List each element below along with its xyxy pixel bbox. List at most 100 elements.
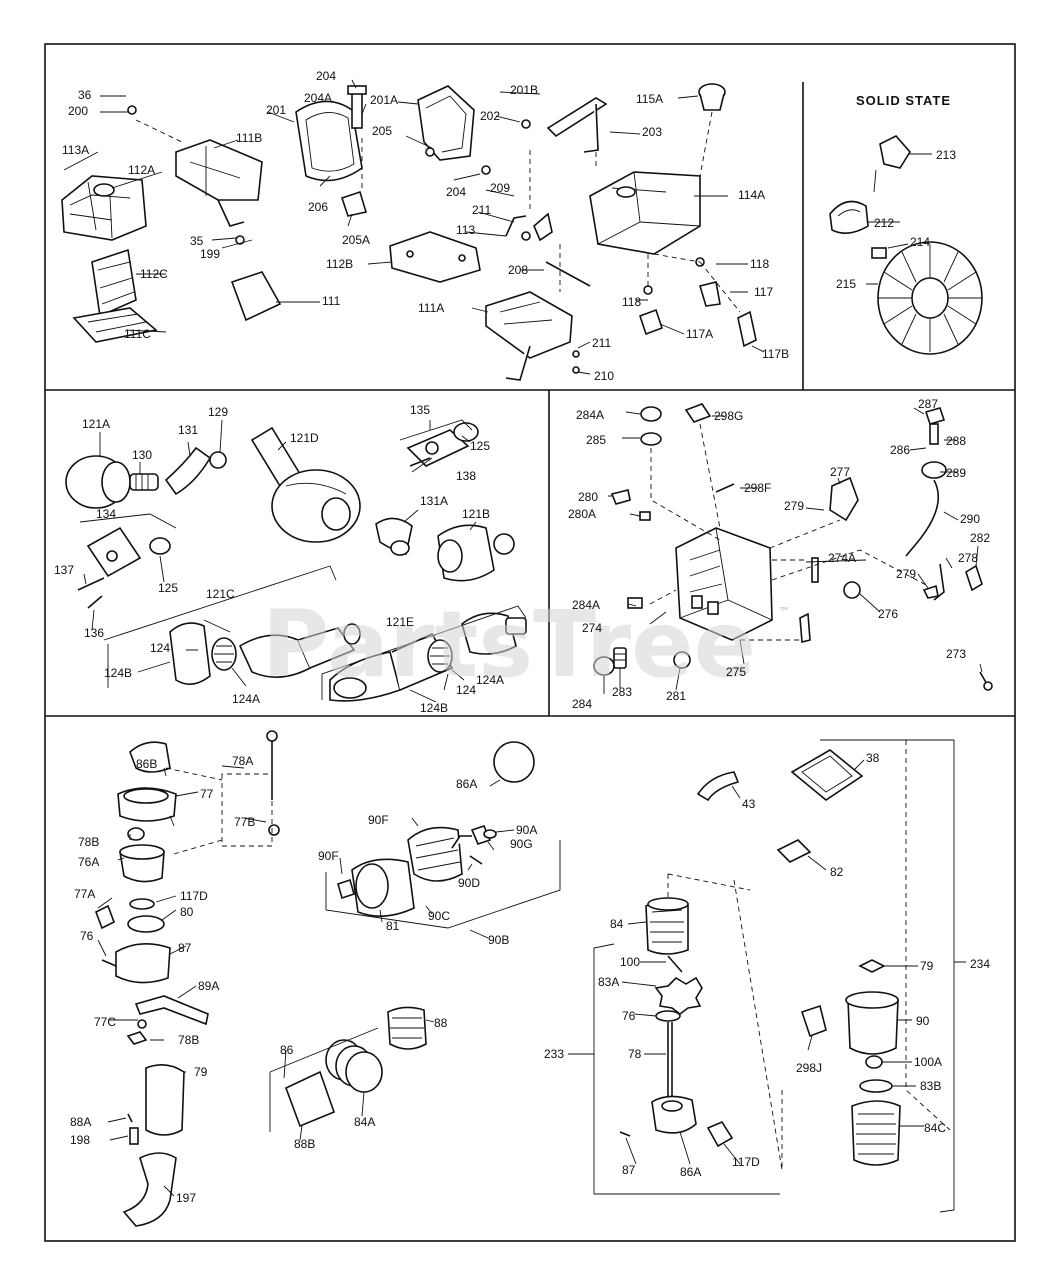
callout-118: 118 xyxy=(750,257,769,271)
part-111-bracket xyxy=(230,271,282,322)
part-82-gasket xyxy=(776,839,812,863)
part-214-key xyxy=(871,247,887,259)
callout-36: 36 xyxy=(78,88,92,102)
callout-88a: 88A xyxy=(70,1115,91,1129)
callout-211: 211 xyxy=(472,203,491,217)
callout-287: 287 xyxy=(918,397,938,411)
callout-124b: 124B xyxy=(104,666,132,680)
part-88b-spring xyxy=(325,1039,383,1093)
callout-124: 124 xyxy=(150,641,170,655)
part-285-gasket xyxy=(640,432,662,446)
callout-78b: 78B xyxy=(178,1033,199,1047)
callout-115a: 115A xyxy=(636,92,663,106)
part-212-magnet xyxy=(829,200,869,234)
callout-76: 76 xyxy=(80,929,94,943)
callout-113: 113 xyxy=(456,223,475,237)
callout-90f: 90F xyxy=(368,813,389,827)
panel-title-solid-state: SOLID STATE xyxy=(856,93,951,108)
callout-86a: 86A xyxy=(456,777,477,791)
callout-77: 77 xyxy=(200,787,214,801)
callout-80: 80 xyxy=(180,905,194,919)
callout-288: 288 xyxy=(946,434,966,448)
callout-129: 129 xyxy=(208,405,228,419)
callout-131a: 131A xyxy=(420,494,448,508)
part-284a-plug xyxy=(640,406,662,422)
callout-112a: 112A xyxy=(128,163,155,177)
callout-87: 87 xyxy=(622,1163,636,1177)
callout-111b: 111B xyxy=(236,131,262,145)
callout-86a: 86A xyxy=(680,1165,701,1179)
callout-84c: 84C xyxy=(924,1121,946,1135)
callout-289: 289 xyxy=(946,466,966,480)
callout-76: 76 xyxy=(622,1009,636,1023)
callout-111: 111 xyxy=(322,294,341,308)
callout-134: 134 xyxy=(96,507,116,521)
part-43-hose xyxy=(696,771,740,802)
part-84c-filter xyxy=(851,1100,901,1166)
callout-117b: 117B xyxy=(762,347,789,361)
callout-277: 277 xyxy=(830,465,850,479)
callout-86b: 86B xyxy=(136,757,157,771)
callout-124a: 124A xyxy=(476,673,504,687)
callout-203: 203 xyxy=(642,125,662,139)
callout-130: 130 xyxy=(132,448,152,462)
callout-43: 43 xyxy=(742,797,756,811)
callout-204: 204 xyxy=(316,69,336,83)
watermark-trademark: ™ xyxy=(778,605,790,619)
part-281-seal xyxy=(673,651,691,669)
callout-76a: 76A xyxy=(78,855,99,869)
callout-298g: 298G xyxy=(714,409,743,423)
callout-87: 87 xyxy=(178,941,192,955)
callout-284a: 284A xyxy=(572,598,600,612)
callout-79: 79 xyxy=(194,1065,208,1079)
callout-281: 281 xyxy=(666,689,686,703)
callout-121d: 121D xyxy=(290,431,319,445)
callout-77b: 77B xyxy=(234,815,255,829)
callout-121e: 121E xyxy=(386,615,414,629)
callout-274: 274 xyxy=(582,621,602,635)
callout-124b: 124B xyxy=(420,701,448,715)
callout-114a: 114A xyxy=(738,188,765,202)
part-77c-bracket xyxy=(134,995,209,1026)
callout-112b: 112B xyxy=(326,257,353,271)
part-130-nipple xyxy=(129,473,159,491)
part-90f-cover xyxy=(493,741,535,783)
callout-205: 205 xyxy=(372,124,392,138)
callout-233: 233 xyxy=(544,1047,564,1061)
callout-100: 100 xyxy=(620,955,640,969)
diagram-frame xyxy=(44,43,1016,1242)
callout-84a: 84A xyxy=(354,1115,375,1129)
callout-208: 208 xyxy=(508,263,528,277)
part-117a-valve xyxy=(638,308,664,336)
callout-284: 284 xyxy=(572,697,592,711)
callout-138: 138 xyxy=(456,469,476,483)
callout-214: 214 xyxy=(910,235,930,249)
callout-84: 84 xyxy=(610,917,624,931)
callout-124a: 124A xyxy=(232,692,260,706)
callout-279: 279 xyxy=(896,567,916,581)
callout-284a: 284A xyxy=(576,408,604,422)
callout-78: 78 xyxy=(628,1047,642,1061)
panel-cylinder xyxy=(593,403,993,694)
part-276-gear xyxy=(843,581,861,599)
callout-199: 199 xyxy=(200,247,220,261)
callout-90g: 90G xyxy=(510,837,533,851)
panel-mufflers xyxy=(65,419,527,703)
callout-labels: 36200113A112A111B204204A201201A205206205… xyxy=(54,69,990,1205)
callout-201: 201 xyxy=(266,103,286,117)
callout-78a: 78A xyxy=(232,754,253,768)
callout-286: 286 xyxy=(890,443,910,457)
callout-200: 200 xyxy=(68,104,88,118)
panel-solid-state: SOLID STATE xyxy=(829,93,983,355)
callout-121b: 121B xyxy=(462,507,490,521)
callout-135: 135 xyxy=(410,403,430,417)
callout-77a: 77A xyxy=(74,887,95,901)
part-112a-shield xyxy=(61,175,147,241)
part-86-base xyxy=(145,1064,185,1136)
callout-198: 198 xyxy=(70,1133,90,1147)
callout-273: 273 xyxy=(946,647,966,661)
callout-137: 137 xyxy=(54,563,74,577)
part-213-module xyxy=(879,135,911,169)
callout-125: 125 xyxy=(158,581,178,595)
part-298g-gasket xyxy=(684,403,712,423)
